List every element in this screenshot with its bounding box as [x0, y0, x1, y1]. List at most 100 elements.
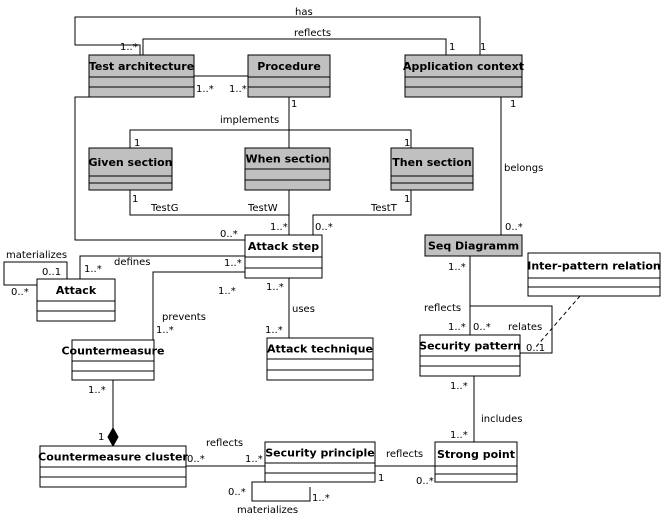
mult-given-impl: 1 — [134, 138, 140, 149]
mult-sp-relates-a: 0..* — [473, 322, 491, 333]
mult-has-ta: 1..* — [120, 42, 138, 53]
mult-cc-agg: 1 — [98, 432, 104, 443]
class-name: Countermeasure cluster — [38, 451, 188, 464]
class-box — [264, 441, 376, 483]
class-box — [71, 339, 155, 381]
mult-as-defines: 1..* — [224, 258, 242, 269]
label-implements: implements — [220, 115, 279, 126]
mult-spt-reflects: 0..* — [416, 476, 434, 487]
mult-then-impl: 1 — [404, 138, 410, 149]
class-procedure: Procedure — [247, 54, 331, 98]
label-uses: uses — [292, 304, 315, 315]
mult-ac-belongs: 1 — [510, 99, 516, 110]
mult-cc-reflects: 0..* — [187, 454, 205, 465]
label-testw: TestW — [247, 203, 278, 214]
label-prevents: prevents — [162, 312, 206, 323]
mult-sp-includes: 1..* — [450, 381, 468, 392]
class-attack: Attack — [36, 278, 116, 322]
mult-seq-belongs: 0..* — [505, 222, 523, 233]
class-name: Then section — [392, 156, 471, 169]
class-box — [88, 147, 173, 191]
class-name: When section — [245, 153, 329, 166]
class-box — [247, 54, 331, 98]
mult-then-testt: 1 — [404, 194, 410, 205]
label-has: has — [295, 7, 313, 18]
class-inter-pattern-relation: Inter-pattern relation — [527, 252, 661, 297]
edge-principle-self — [251, 481, 311, 502]
class-name: Strong point — [437, 448, 515, 461]
edge-implements-branches — [129, 129, 412, 148]
class-attack-step: Attack step — [244, 234, 323, 279]
edge-interpattern-dashed — [534, 295, 581, 349]
class-name: Security pattern — [419, 340, 521, 353]
class-name: Attack — [56, 284, 97, 297]
class-box — [527, 252, 661, 297]
mult-has-ac: 1 — [480, 42, 486, 53]
mult-pr-reflects-a: 1..* — [245, 454, 263, 465]
mult-sp-relates-b: 0..1 — [526, 343, 545, 354]
label-materializes-attack: materializes — [6, 250, 67, 261]
class-box — [88, 54, 195, 98]
label-materializes-pr: materializes — [237, 505, 298, 516]
edge-testg — [129, 190, 290, 235]
mult-as-uses: 1..* — [266, 282, 284, 293]
label-reflects-top: reflects — [294, 28, 331, 39]
mult-cm-prevents: 1..* — [156, 325, 174, 336]
mult-atk-self-a: 0..1 — [42, 267, 61, 278]
mult-pr-self-b: 1..* — [312, 493, 330, 504]
class-seq-diagramm: Seq Diagramm — [424, 234, 523, 257]
mult-atk-defines: 1..* — [84, 264, 102, 275]
mult-ta-proc-a: 1..* — [196, 84, 214, 95]
class-name: Inter-pattern relation — [527, 260, 661, 273]
class-then-section: Then section — [390, 147, 474, 191]
mult-as-testw: 1..* — [270, 222, 288, 233]
label-reflects-pr: reflects — [386, 449, 423, 460]
mult-as-testt: 0..* — [315, 222, 333, 233]
edge-defines — [79, 255, 245, 279]
class-name: Given section — [88, 156, 172, 169]
class-box — [390, 147, 474, 191]
mult-reflects-ac: 1 — [449, 42, 455, 53]
label-testt: TestT — [370, 203, 398, 214]
mult-atk-self-b: 0..* — [11, 287, 29, 298]
class-name: Countermeasure — [61, 345, 164, 358]
label-defines: defines — [114, 257, 151, 268]
class-name: Security principle — [265, 447, 374, 460]
label-includes: includes — [481, 414, 522, 425]
class-strong-point: Strong point — [434, 441, 518, 483]
mult-at-uses: 1..* — [265, 325, 283, 336]
class-security-pattern: Security pattern — [419, 334, 521, 377]
mult-pr-reflects-b: 1 — [378, 473, 384, 484]
label-reflects-cc: reflects — [206, 438, 243, 449]
class-given-section: Given section — [88, 147, 173, 191]
class-box — [434, 441, 518, 483]
mult-given-testg: 1 — [132, 194, 138, 205]
class-name: Seq Diagramm — [428, 240, 519, 253]
label-relates: relates — [508, 322, 542, 333]
class-countermeasure-cluster: Countermeasure cluster — [38, 445, 188, 488]
mult-proc-impl: 1 — [291, 99, 297, 110]
class-attack-technique: Attack technique — [266, 337, 374, 381]
class-application-context: Application context — [403, 54, 524, 98]
class-boxes: Test architecture Procedure Application co… — [36, 54, 661, 488]
edge-has — [74, 16, 481, 55]
mult-cm-agg: 1..* — [88, 385, 106, 396]
mult-ta-proc-b: 1..* — [229, 84, 247, 95]
edge-attack-self — [3, 261, 68, 286]
class-countermeasure: Countermeasure — [61, 339, 165, 381]
class-box — [404, 54, 523, 98]
class-box — [36, 278, 116, 322]
associations — [3, 16, 581, 502]
class-name: Attack step — [248, 240, 319, 253]
mult-as-prevents: 1..* — [218, 286, 236, 297]
mult-pr-self-a: 0..* — [228, 487, 246, 498]
class-name: Procedure — [257, 60, 321, 73]
aggregation-diamond — [107, 426, 119, 448]
class-test-architecture: Test architecture — [88, 54, 195, 98]
edge-prevents — [152, 271, 245, 340]
label-reflects-sp: reflects — [424, 303, 461, 314]
edge-relates — [469, 305, 553, 354]
mult-as-has: 0..* — [220, 229, 238, 240]
mult-sp-reflects: 1..* — [448, 322, 466, 333]
label-testg: TestG — [150, 203, 178, 214]
